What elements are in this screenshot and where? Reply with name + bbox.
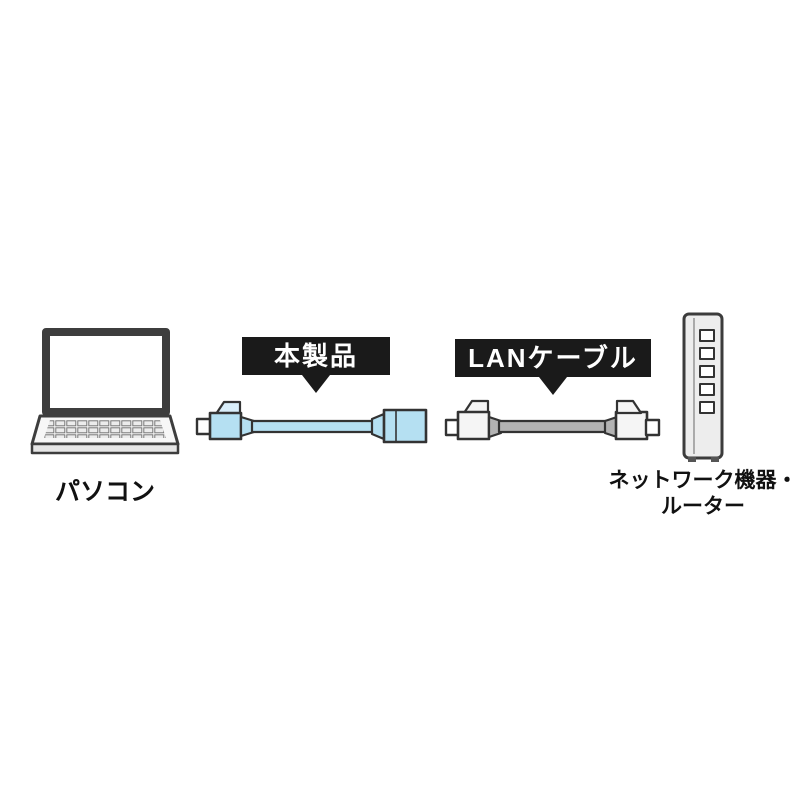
router-port	[699, 383, 715, 396]
router-foot	[711, 457, 719, 462]
coupler-socket	[382, 408, 428, 444]
router-port	[699, 347, 715, 360]
callout-arrow-down-icon	[539, 377, 567, 395]
router-foot	[688, 457, 696, 462]
laptop-screen	[42, 328, 170, 416]
lan-plug-right-tip	[644, 418, 661, 437]
product-cable-cord	[250, 419, 376, 434]
network-device-caption-line2: ルーター	[661, 495, 745, 519]
rj45-plug-body	[208, 411, 243, 441]
network-device-caption: ネットワーク機器・ ルーター	[608, 468, 798, 521]
extension-adapter-cable-illustration	[195, 400, 428, 444]
laptop-front-edge	[30, 442, 180, 455]
router-port	[699, 365, 715, 378]
lan-cable-callout-label: LANケーブル	[455, 339, 651, 377]
lan-cable-cord	[497, 419, 609, 434]
router-port	[699, 401, 715, 414]
laptop-caption: パソコン	[54, 478, 155, 506]
router-port	[699, 329, 715, 342]
lan-cable-callout: LANケーブル	[455, 339, 651, 395]
lan-plug-left-body	[456, 410, 491, 441]
laptop-illustration	[30, 328, 180, 455]
lan-plug-right-body	[614, 410, 649, 441]
laptop-keyboard	[44, 420, 166, 438]
network-device-caption-line1: ネットワーク機器・	[608, 469, 798, 492]
lan-plug-right-clip-icon	[615, 399, 643, 415]
router-illustration	[682, 312, 724, 462]
product-callout-label: 本製品	[242, 337, 390, 375]
coupler-neck	[370, 412, 386, 441]
product-callout: 本製品	[242, 337, 390, 393]
lan-cable-illustration	[444, 399, 661, 441]
callout-arrow-down-icon	[302, 375, 330, 393]
